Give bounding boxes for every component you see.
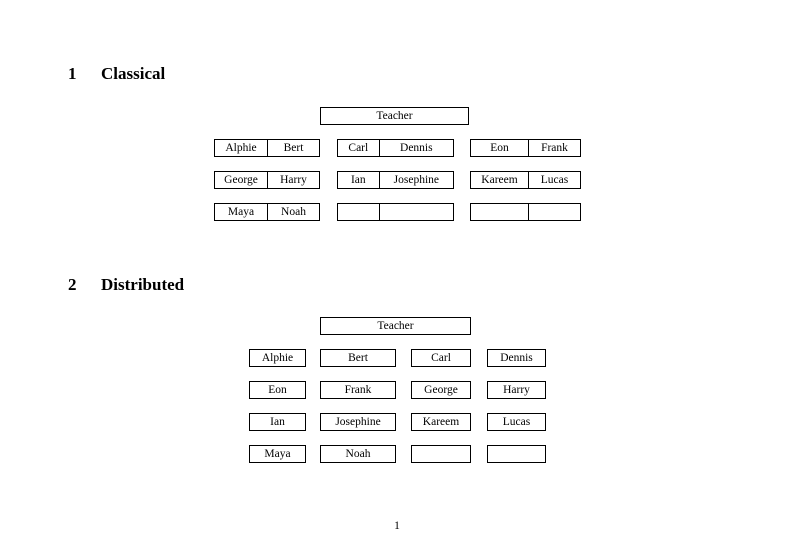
distributed-cell: Alphie	[249, 349, 306, 367]
distributed-cell: Noah	[320, 445, 396, 463]
distributed-cell	[487, 445, 546, 463]
cell-label: Bert	[348, 352, 368, 364]
table-cell: Noah	[267, 204, 319, 220]
distributed-cell: Kareem	[411, 413, 471, 431]
classical-group-2-row-2: Ian Josephine	[337, 171, 454, 189]
distributed-cell: Ian	[249, 413, 306, 431]
section-number: 1	[68, 64, 77, 83]
distributed-cell: Lucas	[487, 413, 546, 431]
classical-group-3-row-1: Eon Frank	[470, 139, 581, 157]
table-cell	[378, 204, 453, 220]
section-title: Distributed	[101, 275, 185, 294]
classical-group-2-row-3	[337, 203, 454, 221]
table-cell: Alphie	[225, 142, 257, 154]
table-cell: Harry	[267, 172, 319, 188]
cell-label: Alphie	[261, 352, 294, 364]
table-cell: Kareem	[481, 174, 518, 186]
distributed-cell: Bert	[320, 349, 396, 367]
cell-label: Eon	[268, 384, 287, 396]
cell-label: Dennis	[500, 352, 533, 364]
section-title: Classical	[101, 64, 166, 83]
page-number: 1	[394, 520, 400, 532]
cell-label: Noah	[345, 448, 371, 460]
distributed-cell: Josephine	[320, 413, 396, 431]
cell-label: Ian	[270, 416, 285, 428]
table-cell: Eon	[490, 142, 509, 154]
cell-label: Lucas	[502, 416, 531, 428]
table-cell	[471, 204, 528, 220]
distributed-cell: Dennis	[487, 349, 546, 367]
cell-label: Carl	[431, 352, 451, 364]
cell-label: Maya	[264, 448, 291, 460]
cell-label: Harry	[503, 384, 530, 396]
distributed-cell: Carl	[411, 349, 471, 367]
table-cell: Maya	[227, 206, 255, 218]
table-cell: Carl	[348, 142, 369, 154]
distributed-cell: Eon	[249, 381, 306, 399]
classical-group-3-row-3	[470, 203, 581, 221]
classical-teacher-box: Teacher	[320, 107, 469, 125]
table-cell	[338, 204, 379, 220]
table-cell	[528, 204, 580, 220]
table-cell: Ian	[350, 174, 366, 186]
section-number: 2	[68, 275, 77, 294]
distributed-teacher-label: Teacher	[377, 320, 414, 332]
classical-teacher-label: Teacher	[376, 110, 413, 122]
distributed-cell: George	[411, 381, 471, 399]
cell-label: Kareem	[422, 416, 460, 428]
classical-group-1-row-2: George Harry	[214, 171, 320, 189]
table-cell: Bert	[267, 140, 319, 156]
classical-group-3-row-2: Kareem Lucas	[470, 171, 581, 189]
cell-label: Josephine	[335, 416, 381, 428]
table-cell: Josephine	[378, 172, 453, 188]
table-cell: Lucas	[528, 172, 580, 188]
classical-group-1-row-3: Maya Noah	[214, 203, 320, 221]
table-cell: George	[224, 174, 258, 186]
table-cell: Dennis	[378, 140, 453, 156]
table-cell: Frank	[528, 140, 580, 156]
distributed-cell: Harry	[487, 381, 546, 399]
distributed-teacher-box: Teacher	[320, 317, 471, 335]
distributed-cell: Maya	[249, 445, 306, 463]
classical-group-2-row-1: Carl Dennis	[337, 139, 454, 157]
cell-label: Frank	[344, 384, 372, 396]
distributed-cell	[411, 445, 471, 463]
distributed-cell: Frank	[320, 381, 396, 399]
cell-label: George	[424, 384, 458, 396]
classical-group-1-row-1: Alphie Bert	[214, 139, 320, 157]
